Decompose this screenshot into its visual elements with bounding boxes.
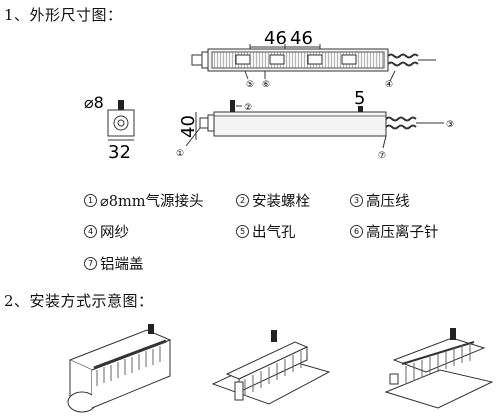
legend-text-6: 高压离子针 bbox=[366, 225, 439, 241]
legend-text-5: 出气孔 bbox=[252, 225, 296, 241]
legend-text-1: ⌀8mm气源接头 bbox=[100, 194, 204, 210]
installation-sketch-plate bbox=[384, 328, 494, 409]
section-1-title: 1、外形尺寸图： bbox=[4, 6, 123, 24]
legend-text-3: 高压线 bbox=[366, 194, 410, 210]
legend-number-4: 4 bbox=[84, 225, 97, 238]
callout-2: ② bbox=[244, 103, 252, 113]
callout-3: ③ bbox=[446, 120, 454, 130]
dimension-5: 5 bbox=[354, 88, 365, 109]
dimension-diameter: ⌀8 bbox=[84, 93, 104, 112]
installation-sketch-roller bbox=[67, 324, 172, 413]
dimension-right-46: 46 bbox=[290, 28, 313, 49]
legend-number-5: 5 bbox=[236, 225, 249, 238]
dimension-left-46: 46 bbox=[264, 28, 287, 49]
section-2-title: 2、安装方式示意图： bbox=[4, 292, 154, 310]
legend-text-7: 铝端盖 bbox=[100, 257, 144, 273]
callout-1: ① bbox=[176, 149, 184, 159]
legend-number-2: 2 bbox=[236, 194, 249, 207]
legend-number-7: 7 bbox=[84, 257, 97, 270]
legend-item-2: 2 安装螺栓 bbox=[236, 190, 310, 211]
legend-item-6: 6 高压离子针 bbox=[350, 221, 439, 242]
legend-number-6: 6 bbox=[350, 225, 363, 238]
top-view-drawing: 46 46 ⑤ ⑥ ④ bbox=[191, 28, 436, 87]
legend-number-1: 1 bbox=[84, 194, 97, 207]
legend-item-7: 7 铝端盖 bbox=[84, 253, 144, 274]
legend-item-1: 1 ⌀8mm气源接头 bbox=[84, 190, 203, 211]
legend-item-3: 3 高压线 bbox=[350, 190, 410, 211]
dimension-width: 32 bbox=[108, 142, 131, 163]
side-view-drawing: 5 ② 40 ③ ① ⑦ bbox=[176, 88, 454, 161]
legend-text-4: 网纱 bbox=[100, 225, 129, 241]
legend-item-5: 5 出气孔 bbox=[236, 221, 296, 242]
callout-5: ⑤ bbox=[246, 80, 254, 87]
callout-6: ⑥ bbox=[262, 80, 270, 87]
end-view-drawing: ⌀8 32 bbox=[84, 93, 135, 163]
dimension-height: 40 bbox=[178, 115, 199, 138]
callout-7: ⑦ bbox=[378, 151, 386, 161]
legend-item-4: 4 网纱 bbox=[84, 221, 129, 242]
legend-number-3: 3 bbox=[350, 194, 363, 207]
installation-sketch-frame bbox=[211, 330, 331, 405]
legend-text-2: 安装螺栓 bbox=[252, 194, 310, 210]
callout-4: ④ bbox=[385, 80, 393, 87]
